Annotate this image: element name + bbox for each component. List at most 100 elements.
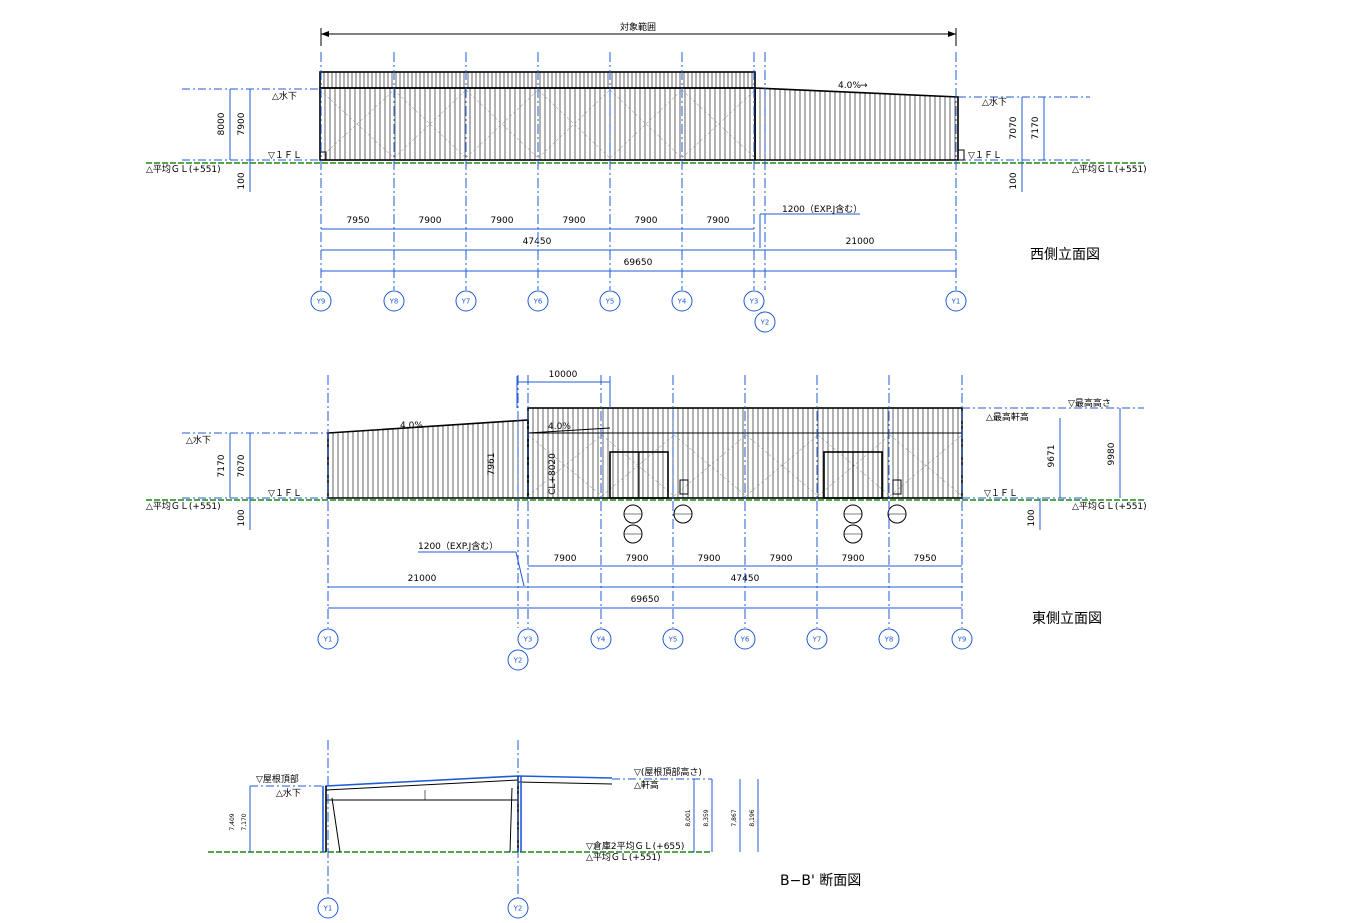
grid-bubble-y4 xyxy=(671,290,693,312)
section-title: B−B' 断面図 xyxy=(780,873,861,889)
east-overall: 69650 xyxy=(631,595,660,605)
west-dim-21000: 21000 xyxy=(846,237,875,247)
west-elevation: 対象範囲 4.0% → △水下 ▽１ＦＬ △平均ＧＬ(+551) △水下 ▽１Ｆ… xyxy=(146,21,1147,333)
svg-text:→: → xyxy=(860,81,868,91)
grid-bubble-y2 xyxy=(754,311,776,333)
grid-bubble-y5 xyxy=(599,290,621,312)
east-dim-21000: 21000 xyxy=(408,574,437,584)
east-gl-r: △平均ＧＬ(+551) xyxy=(1072,500,1147,512)
east-h7961: 7961 xyxy=(487,453,497,476)
east-h9671: 9671 xyxy=(1047,445,1057,468)
east-hcl: CL+8020 xyxy=(548,453,558,495)
west-exp-note: 1200（EXP.J含む） xyxy=(782,203,862,215)
west-h7170: 7170 xyxy=(1031,116,1041,139)
grid-bubble-y2 xyxy=(507,897,529,919)
sec-d4: 8,359 xyxy=(703,809,710,826)
sec-okujo: ▽屋根頂部 xyxy=(256,773,299,785)
grid-bubble-label: Y4 xyxy=(677,298,687,306)
grid-bubble-label: Y1 xyxy=(951,298,961,306)
east-h100-l: 100 xyxy=(237,509,247,526)
west-dim-47450: 47450 xyxy=(523,237,552,247)
west-dim-3: 7900 xyxy=(563,216,586,226)
west-fl-l: ▽１ＦＬ xyxy=(268,151,302,161)
sec-nokidaka: △軒高 xyxy=(634,779,659,791)
west-overall: 69650 xyxy=(624,258,653,268)
sec-mizushita: △水下 xyxy=(276,787,301,799)
grid-bubble-y9 xyxy=(310,290,332,312)
sec-d6: 8,196 xyxy=(749,809,756,826)
grid-bubble-y3 xyxy=(517,628,539,650)
east-elevation: 10000 4.0% 4.0% △水下 ▽１ＦＬ △平均ＧＬ(+551) ▽最高… xyxy=(146,370,1147,671)
east-nokidaka: △最高軒高 xyxy=(986,411,1029,423)
east-dim-1: 7900 xyxy=(626,554,649,564)
grid-bubble-y3 xyxy=(743,290,765,312)
grid-bubble-y8 xyxy=(383,290,405,312)
grid-bubble-label: Y1 xyxy=(323,636,333,644)
west-h100-r: 100 xyxy=(1009,172,1019,189)
grid-bubble-y1 xyxy=(317,897,339,919)
east-h7070: 7070 xyxy=(237,454,247,477)
grid-bubble-y2 xyxy=(507,649,529,671)
grid-bubble-label: Y6 xyxy=(740,636,750,644)
sec-gl: △平均ＧＬ(+551) xyxy=(586,851,661,863)
grid-bubble-label: Y7 xyxy=(461,298,471,306)
east-top-dim: 10000 xyxy=(549,370,578,380)
east-h100-r: 100 xyxy=(1027,509,1037,526)
west-mizushita-l: △水下 xyxy=(272,90,297,102)
west-gl-r: △平均ＧＬ(+551) xyxy=(1072,163,1147,175)
grid-bubble-y7 xyxy=(455,290,477,312)
west-title: 西側立面図 xyxy=(1030,247,1100,263)
grid-bubble-y1 xyxy=(945,290,967,312)
grid-bubble-y1 xyxy=(317,628,339,650)
east-dim-4: 7900 xyxy=(842,554,865,564)
east-slope-l: 4.0% xyxy=(400,421,423,431)
west-mizushita-r: △水下 xyxy=(982,96,1007,108)
east-saikou: ▽最高高さ xyxy=(1068,397,1111,409)
east-fl-r: ▽１ＦＬ xyxy=(984,489,1018,499)
west-dim-4: 7900 xyxy=(635,216,658,226)
west-dim-0: 7950 xyxy=(347,216,370,226)
sec-d1: 7,409 xyxy=(229,813,236,830)
grid-bubble-y9 xyxy=(951,628,973,650)
west-gl-l: △平均ＧＬ(+551) xyxy=(146,163,221,175)
grid-bubble-label: Y2 xyxy=(760,319,770,327)
east-dim-3: 7900 xyxy=(770,554,793,564)
west-dim-1: 7900 xyxy=(419,216,442,226)
west-h7070: 7070 xyxy=(1009,116,1019,139)
west-h8000: 8000 xyxy=(217,112,227,135)
sec-okujo-r: ▽(屋根頂部高さ) xyxy=(634,766,702,778)
grid-bubble-label: Y1 xyxy=(323,905,333,913)
grid-bubble-y5 xyxy=(662,628,684,650)
grid-bubble-y6 xyxy=(527,290,549,312)
west-h7900: 7900 xyxy=(237,112,247,135)
east-slope-m: 4.0% xyxy=(548,422,571,432)
grid-bubble-label: Y8 xyxy=(389,298,399,306)
grid-bubble-y8 xyxy=(878,628,900,650)
grid-bubble-label: Y5 xyxy=(668,636,678,644)
sec-d5: 7,867 xyxy=(731,809,738,826)
east-fl-l: ▽１ＦＬ xyxy=(268,489,302,499)
grid-bubble-label: Y3 xyxy=(523,636,533,644)
east-title: 東側立面図 xyxy=(1032,611,1102,627)
east-h9980: 9980 xyxy=(1107,442,1117,465)
grid-bubble-label: Y6 xyxy=(533,298,543,306)
east-h7170: 7170 xyxy=(217,454,227,477)
grid-bubble-label: Y2 xyxy=(513,657,523,665)
grid-bubble-y4 xyxy=(590,628,612,650)
sec-d2: 7,170 xyxy=(241,813,248,830)
west-slope: 4.0% xyxy=(838,81,861,91)
west-dim-5: 7900 xyxy=(707,216,730,226)
grid-bubble-label: Y3 xyxy=(749,298,759,306)
east-dim-2: 7900 xyxy=(698,554,721,564)
grid-bubble-y7 xyxy=(806,628,828,650)
section-bb: ▽屋根頂部 △水下 ▽(屋根頂部高さ) △軒高 ▽倉庫2平均ＧＬ(+655) △… xyxy=(208,740,861,919)
east-exp-note: 1200（EXP.J含む） xyxy=(418,540,498,552)
east-dim-0: 7900 xyxy=(554,554,577,564)
grid-bubble-label: Y9 xyxy=(316,298,326,306)
grid-bubble-label: Y2 xyxy=(513,905,523,913)
east-gl-l: △平均ＧＬ(+551) xyxy=(146,500,221,512)
grid-bubble-y6 xyxy=(734,628,756,650)
sec-soko-gl: ▽倉庫2平均ＧＬ(+655) xyxy=(586,840,684,852)
west-fl-r: ▽１ＦＬ xyxy=(968,151,1002,161)
